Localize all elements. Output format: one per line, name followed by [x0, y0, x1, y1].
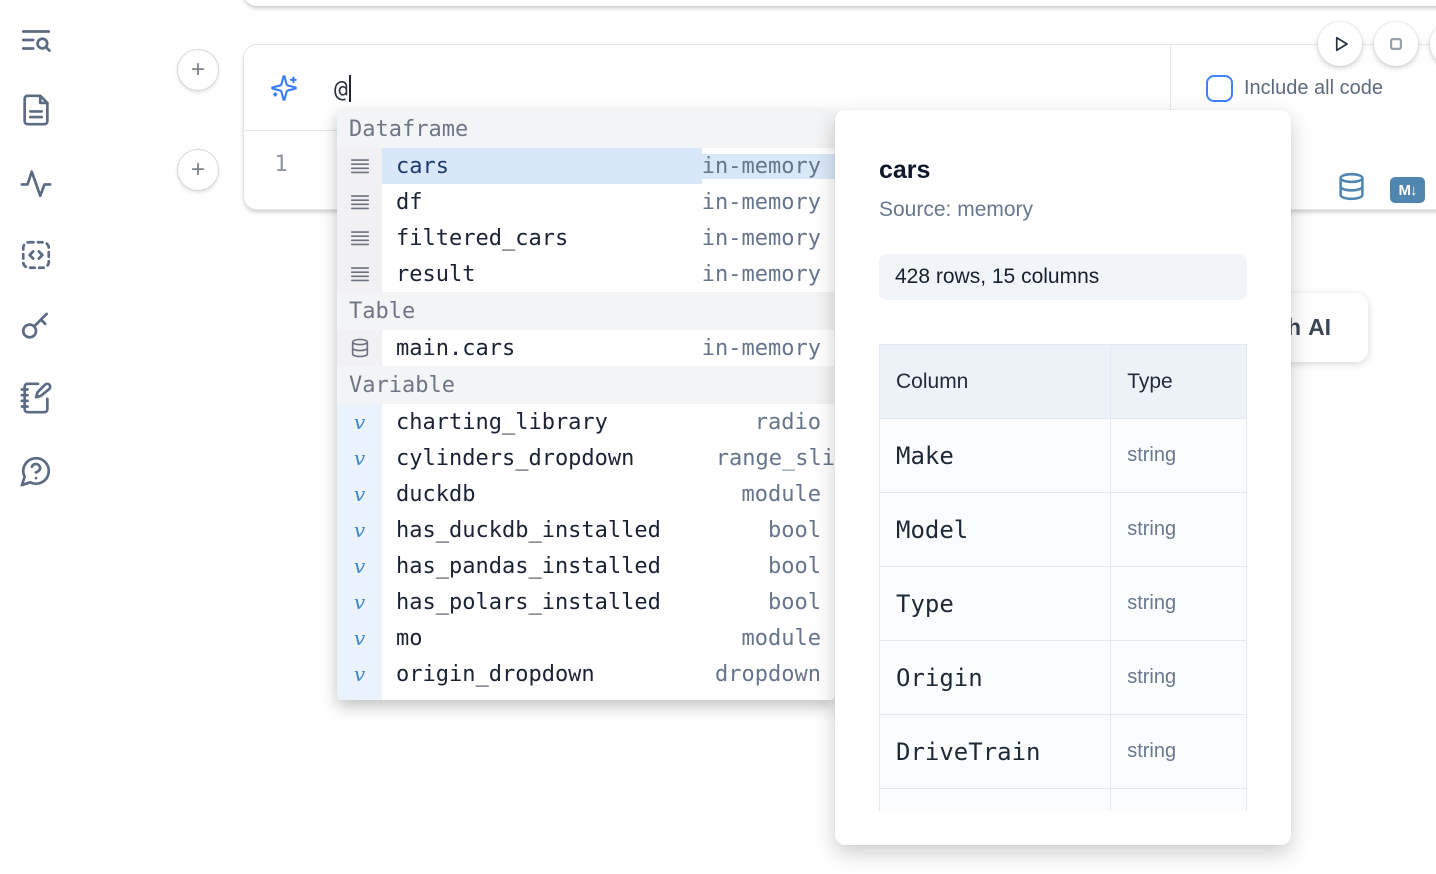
preview-title: cars [879, 156, 931, 184]
variable-icon: v [337, 476, 382, 512]
scratchpad-icon[interactable] [19, 381, 53, 415]
markdown-download-icon[interactable]: M↓ [1390, 177, 1425, 203]
variable-icon: v [337, 404, 382, 440]
include-all-code-label[interactable]: Include all code [1244, 77, 1383, 99]
include-all-code-control: Include all code [1206, 75, 1383, 102]
play-icon [1335, 36, 1348, 52]
sparkles-icon [270, 74, 298, 102]
keymap-key-icon[interactable] [19, 309, 53, 343]
database-icon[interactable] [1337, 170, 1366, 208]
stop-square-icon [1390, 38, 1402, 50]
variable-icon: v [337, 692, 382, 700]
schema-row: Model string [879, 492, 1247, 567]
section-header-dataframe: Dataframe [337, 110, 835, 148]
section-header-table: Table [337, 292, 835, 330]
variable-icon: v [337, 620, 382, 656]
add-cell-below-button[interactable]: + [177, 149, 219, 191]
variable-icon: v [337, 584, 382, 620]
variable-icon: v [337, 512, 382, 548]
line-number: 1 [274, 152, 288, 177]
help-chat-icon[interactable] [19, 454, 53, 488]
schema-row: Make string [879, 418, 1247, 493]
dataframe-rows-icon [337, 256, 382, 292]
add-cell-above-button[interactable]: + [177, 49, 219, 91]
database-icon [337, 330, 382, 366]
schema-header-row: Column Type [879, 344, 1247, 419]
schema-table-wrap: Column Type Make string Model string Typ… [879, 344, 1247, 811]
dataframe-rows-icon [337, 220, 382, 256]
schema-row: DriveTrain string [879, 714, 1247, 789]
preview-shape-badge: 428 rows, 15 columns [879, 254, 1247, 300]
variable-icon: v [337, 548, 382, 584]
schema-row: Origin string [879, 640, 1247, 715]
extra-round-button[interactable] [1430, 22, 1436, 66]
snippets-icon[interactable] [19, 238, 53, 272]
stop-button[interactable] [1374, 22, 1418, 66]
schema-header-type: Type [1110, 344, 1247, 419]
dataframe-rows-icon [337, 148, 382, 184]
schema-header-column: Column [879, 344, 1112, 419]
toc-search-icon[interactable] [19, 23, 53, 57]
schema-table: Column Type Make string Model string Typ… [879, 344, 1247, 811]
variable-icon: v [337, 656, 382, 692]
prompt-value: @ [334, 75, 351, 103]
include-all-code-checkbox[interactable] [1206, 75, 1233, 102]
helper-sidebar [0, 0, 72, 874]
text-cursor [348, 75, 351, 102]
variable-icon: v [337, 440, 382, 476]
dataframe-rows-icon [337, 184, 382, 220]
section-header-variable: Variable [337, 366, 835, 404]
preview-source: Source: memory [879, 198, 1034, 221]
run-cell-button[interactable] [1318, 22, 1362, 66]
schema-row: Type string [879, 566, 1247, 641]
autocomplete-item-partial[interactable]: v pandasmodule [337, 692, 835, 700]
schema-row-partial [879, 788, 1247, 811]
document-icon[interactable] [19, 93, 53, 127]
previous-cell-edge [243, 0, 1436, 6]
dataframe-preview-popup: cars Source: memory 428 rows, 15 columns… [835, 110, 1291, 845]
activity-icon[interactable] [19, 166, 53, 200]
ai-button-label: AI [1308, 314, 1332, 340]
